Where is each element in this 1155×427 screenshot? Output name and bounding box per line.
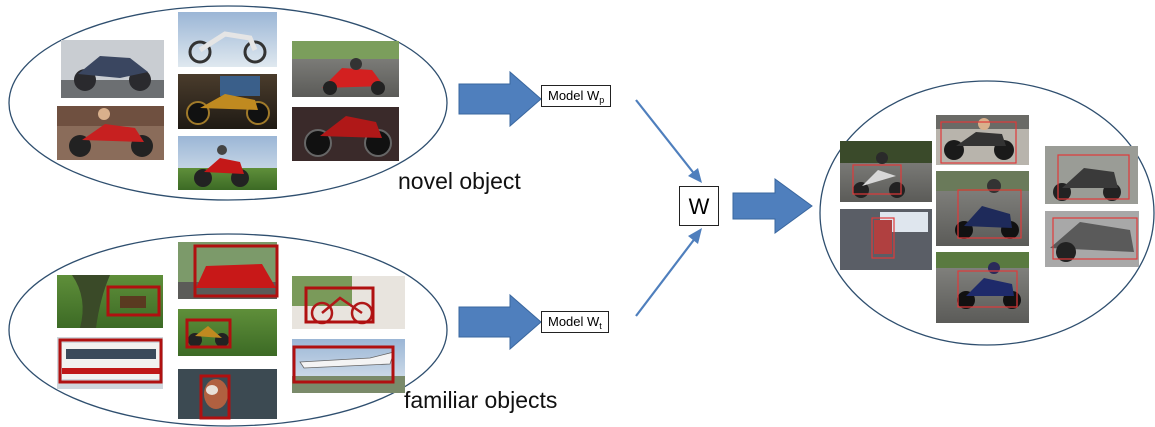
detection-image-5: [840, 209, 932, 270]
novel-image-5: [57, 106, 164, 160]
model-wt-subscript: t: [599, 321, 602, 331]
familiar-image-cow: [57, 275, 163, 328]
novel-object-label-wrap: novel object: [398, 168, 521, 194]
detection-image-2: [936, 115, 1029, 165]
combined-weight-box: W: [679, 186, 719, 226]
familiar-image-car: [178, 242, 279, 299]
detection-image-3: [1045, 146, 1138, 204]
arrow-w-to-detections: [732, 178, 813, 234]
model-wp-box: Model Wp: [541, 85, 612, 107]
familiar-image-motorbike: [178, 309, 277, 356]
familiar-objects-ellipse: [8, 233, 448, 427]
familiar-image-airplane: [292, 339, 405, 393]
novel-image-4: [178, 74, 277, 129]
detection-image-6: [1045, 211, 1139, 267]
detection-image-4: [936, 171, 1029, 246]
arrowhead-model-t-to-w: [688, 228, 702, 244]
familiar-image-cat: [178, 369, 277, 420]
detection-image-1: [840, 141, 932, 202]
familiar-image-bus: [57, 337, 163, 389]
novel-image-6: [292, 107, 399, 161]
novel-image-3: [292, 41, 399, 97]
novel-image-2: [178, 12, 277, 67]
novel-object-label: novel object: [398, 168, 521, 194]
model-wp-text: Model W: [548, 88, 600, 103]
model-wt-box: Model Wt: [541, 311, 609, 333]
novel-object-ellipse: [8, 5, 448, 201]
detection-image-7: [936, 252, 1029, 323]
familiar-image-bicycle: [292, 276, 405, 329]
model-wt-text: Model W: [548, 314, 600, 329]
connector-model-t-to-w: [635, 236, 697, 317]
novel-image-1: [61, 40, 164, 98]
arrow-novel-to-model-p: [458, 70, 542, 128]
arrowhead-model-p-to-w: [688, 168, 702, 183]
connector-model-p-to-w: [635, 99, 697, 177]
combined-weight-label: W: [688, 194, 710, 219]
arrow-familiar-to-model-t: [458, 293, 542, 351]
novel-image-7: [178, 136, 277, 190]
model-wp-subscript: p: [599, 95, 605, 105]
familiar-objects-label-wrap: familiar objects: [404, 387, 558, 413]
detection-results-ellipse: [819, 80, 1155, 346]
familiar-objects-label: familiar objects: [404, 387, 558, 413]
